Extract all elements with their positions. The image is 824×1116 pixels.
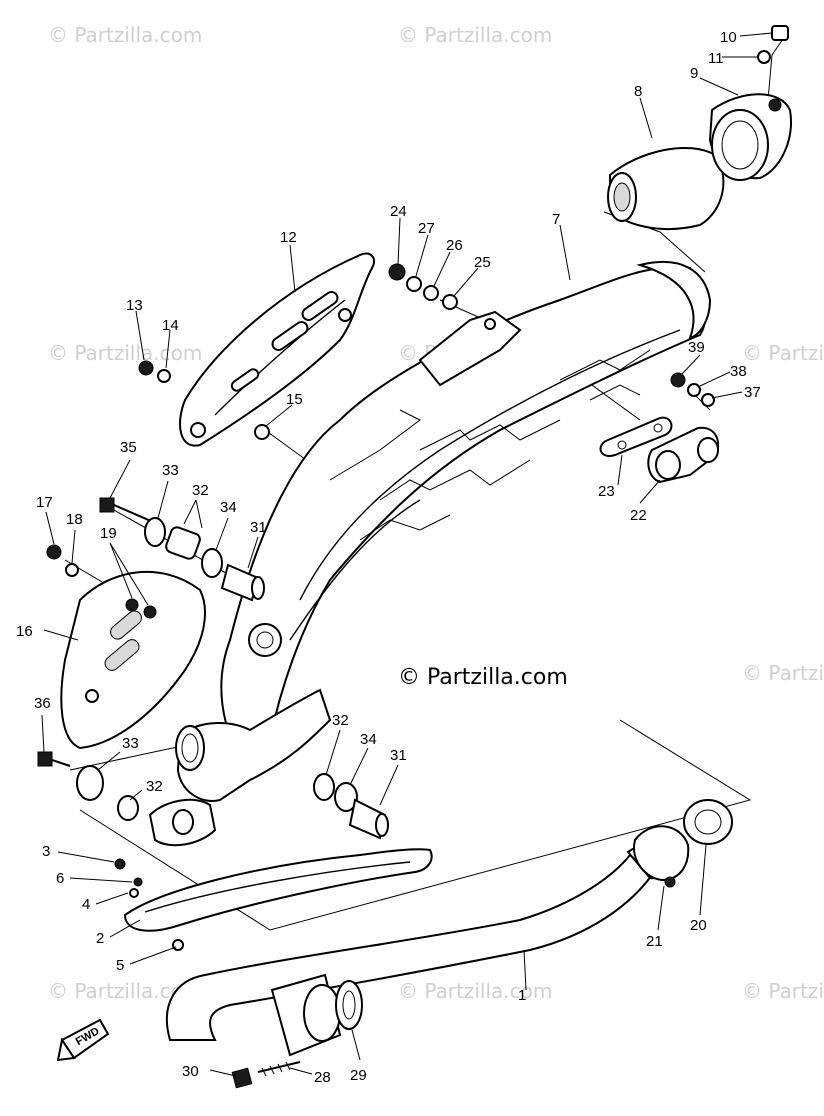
upper-mount-stack	[99, 497, 265, 602]
stud-and-nut	[231, 1061, 301, 1089]
label-part-38: 38	[730, 363, 747, 380]
label-part-2: 2	[96, 930, 104, 947]
label-part-22: 22	[630, 507, 647, 524]
label-part-33-upper: 33	[162, 462, 179, 479]
watermark-center: © Partzilla.com	[398, 665, 568, 690]
muffler-top-bracket	[418, 310, 522, 387]
label-part-11: 11	[708, 50, 724, 67]
label-part-35: 35	[120, 439, 137, 456]
label-part-1: 1	[518, 987, 526, 1004]
forward-direction-arrow: FWD	[56, 1018, 110, 1062]
bracket-and-damper	[599, 416, 720, 484]
lower-mount-left	[37, 751, 139, 821]
hardware-24-27	[388, 263, 458, 310]
label-part-4: 4	[82, 896, 90, 913]
clamp-ring	[708, 93, 792, 181]
label-part-13: 13	[126, 297, 143, 314]
label-part-7: 7	[552, 211, 560, 228]
label-part-16: 16	[16, 623, 33, 640]
label-part-26: 26	[446, 237, 463, 254]
pipe-clamp-and-gasket	[633, 799, 733, 888]
watermark-top-center: © Partzilla.com	[398, 23, 552, 47]
label-part-14: 14	[162, 317, 179, 334]
label-part-25: 25	[474, 254, 491, 271]
label-part-8: 8	[634, 83, 642, 100]
label-part-34-lower: 34	[360, 731, 377, 748]
bolt-and-washer-top	[757, 25, 789, 64]
label-part-21: 21	[646, 933, 663, 950]
label-part-29: 29	[350, 1067, 367, 1084]
watermark-bottom-center: © Partzilla.com	[398, 979, 552, 1003]
exhaust-heat-guard	[114, 848, 433, 951]
hardware-37-39	[670, 372, 715, 407]
bolts-13-14-15	[138, 360, 270, 440]
exhaust-flange	[270, 973, 363, 1057]
label-part-32-upper: 32	[192, 482, 209, 499]
part-number-labels: 10 11 9 8 7 24 27 26 25 12 13 14 15 39 3…	[16, 29, 761, 1086]
watermark-bottom-right: © Partzilla.com	[742, 979, 824, 1003]
label-part-34-upper: 34	[220, 499, 237, 516]
muffler-lower-joint	[148, 623, 332, 847]
label-part-10: 10	[720, 29, 737, 46]
label-part-32-lower-left: 32	[146, 778, 163, 795]
lower-mount-right	[313, 773, 389, 840]
watermark-lower-right: © Partzilla.com	[742, 661, 824, 685]
label-part-31-lower: 31	[390, 747, 407, 764]
label-part-28: 28	[314, 1069, 331, 1086]
label-part-31-upper: 31	[250, 519, 267, 536]
label-part-39: 39	[688, 339, 705, 356]
watermark-mid-left: © Partzilla.com	[48, 341, 202, 365]
label-part-20: 20	[690, 917, 707, 934]
label-part-6: 6	[56, 870, 64, 887]
label-part-15: 15	[286, 391, 303, 408]
label-part-24: 24	[390, 203, 407, 220]
label-part-36: 36	[34, 695, 51, 712]
label-part-30: 30	[182, 1063, 199, 1080]
tail-cap	[607, 147, 725, 231]
label-part-17: 17	[36, 494, 53, 511]
label-part-5: 5	[116, 957, 124, 974]
label-part-12: 12	[280, 229, 297, 246]
leader-lines	[41, 32, 773, 1077]
label-part-9: 9	[690, 65, 698, 82]
watermark-mid-right: © Partzilla.com	[742, 341, 824, 365]
label-part-33-lower: 33	[122, 735, 139, 752]
label-part-37: 37	[744, 384, 761, 401]
label-part-32-lower-right: 32	[332, 712, 349, 729]
watermark-top-left: © Partzilla.com	[48, 23, 202, 47]
heat-protector-upper	[179, 252, 376, 447]
label-part-3: 3	[42, 843, 50, 860]
bolts-17-18	[46, 544, 79, 577]
heat-protector-side	[60, 570, 206, 750]
label-part-23: 23	[598, 483, 615, 500]
label-part-27: 27	[418, 220, 435, 237]
label-part-19: 19	[100, 525, 117, 542]
label-part-18: 18	[66, 511, 83, 528]
